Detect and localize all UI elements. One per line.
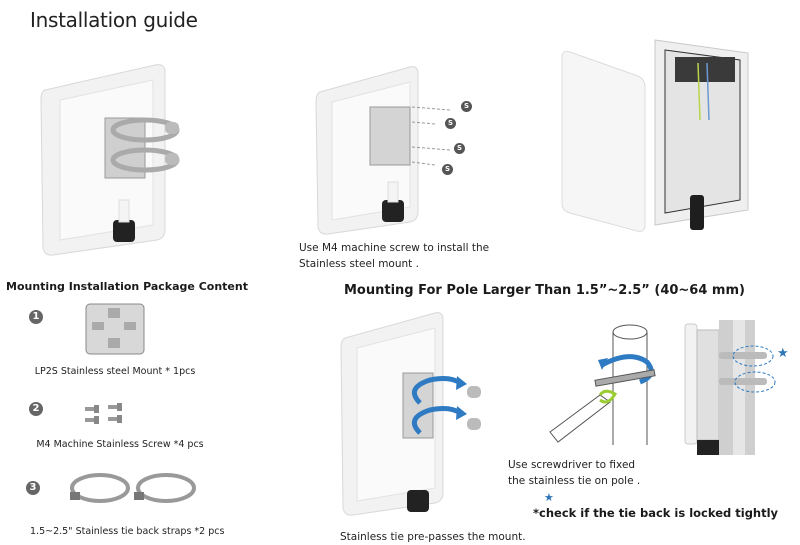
mount-screws-caption: Use M4 machine screw to install the Stai… [299,240,539,272]
screw-badge-3: S [454,143,465,154]
package-item-2-number: 2 [29,402,43,416]
screw-badge-1: S [461,101,472,112]
side-view-pole-image [684,320,776,455]
open-enclosure-image [561,39,749,232]
tie-prepass-caption: Stainless tie pre-passes the mount. [340,531,526,543]
check-note: *check if the tie back is locked tightly [533,506,779,520]
star-marker-icon: ★ [777,345,789,360]
package-item-1-label: LP2S Stainless steel Mount * 1pcs [34,366,196,377]
tie-prepass-image [340,312,481,516]
mount-screws-image [315,66,451,235]
package-item-1-number: 1 [29,310,43,324]
pole-mounting-heading: Mounting For Pole Larger Than 1.5”~2.5” … [344,283,745,298]
package-item-3-number: 3 [26,481,40,495]
screwdriver-caption-line2: the stainless tie on pole . [508,475,641,487]
page-title: Installation guide [30,8,198,32]
screwdriver-caption: Use screwdriver to fixed the stainless t… [508,457,708,489]
screws-image [85,403,122,424]
tie-straps-image [70,473,196,503]
package-heading: Mounting Installation Package Content [6,280,248,293]
screw-badge-2: S [445,118,456,129]
star-note-icon: ★ [544,492,554,504]
stainless-mount-image [85,303,145,355]
screwdriver-pole-image [549,324,656,445]
package-item-3-label: 1.5~2.5" Stainless tie back straps *2 pc… [30,526,225,537]
mount-screws-caption-line2: Stainless steel mount . [299,258,419,270]
package-item-2-label: M4 Machine Stainless Screw *4 pcs [36,439,204,450]
screw-badge-4: S [442,164,453,175]
mount-screws-caption-line1: Use M4 machine screw to install the [299,242,490,254]
device-with-mount-image [40,64,180,256]
screwdriver-caption-line1: Use screwdriver to fixed [508,459,636,471]
